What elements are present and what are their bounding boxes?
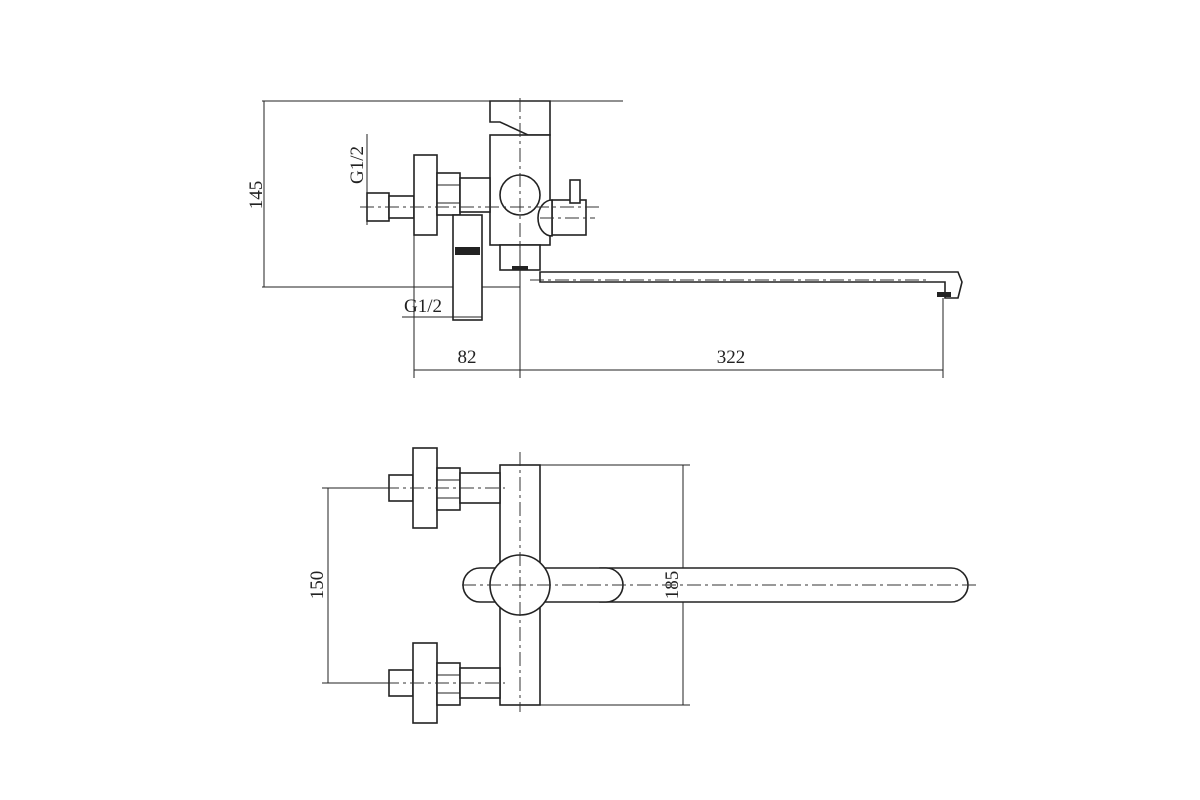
union-nut: [436, 662, 461, 706]
body-height-label: 185: [662, 571, 683, 600]
wall-to-center-label: 82: [458, 347, 477, 368]
upper-inlet: [385, 447, 505, 529]
side-view: 145 G1/2 G1/2: [246, 98, 963, 378]
diverter-knob: [569, 179, 581, 204]
wall-flange: [413, 154, 438, 236]
lower-inlet-pipe: [452, 214, 483, 321]
diverter-body: [551, 199, 587, 236]
thread-label-bottom: G1/2: [404, 296, 442, 317]
height-dimension-label: 145: [246, 181, 267, 210]
connector-pipe: [459, 177, 491, 213]
thread-label-side: G1/2: [347, 146, 368, 184]
spout-reach-label: 322: [717, 347, 746, 368]
lower-inlet: [385, 642, 505, 724]
spout: [539, 271, 963, 299]
spout: [599, 567, 969, 603]
union-nut: [436, 172, 461, 216]
top-view: 185 150: [307, 447, 980, 724]
aerator: [937, 292, 951, 297]
lower-inlet-band: [455, 247, 480, 255]
inlet-spacing-label: 150: [307, 571, 328, 600]
union-nut: [436, 467, 461, 511]
